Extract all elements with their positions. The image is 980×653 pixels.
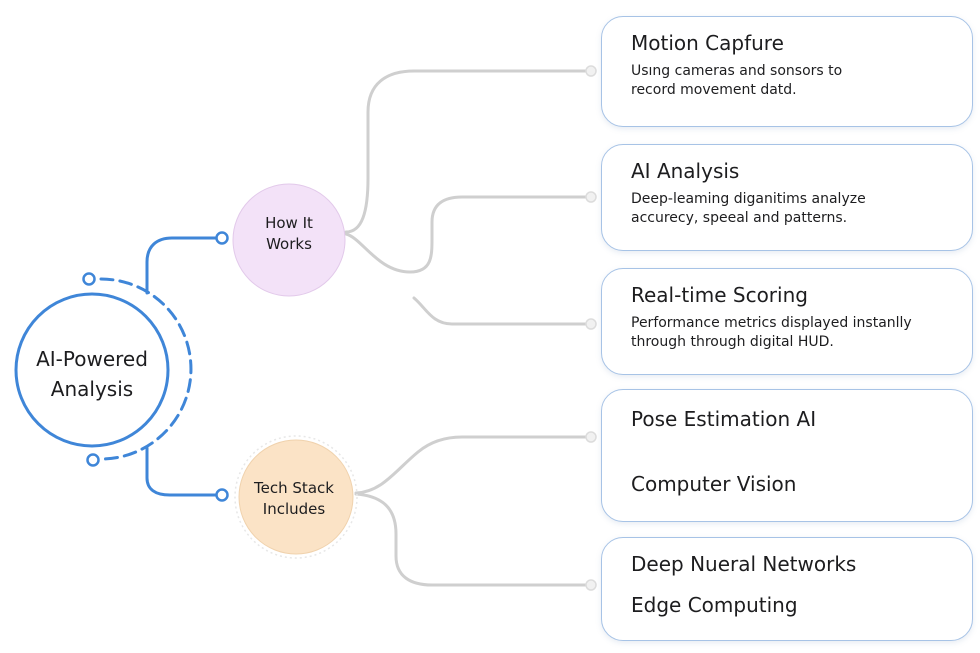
connector-how-to-realtime-scoring <box>412 296 590 326</box>
connector-end-dot-5 <box>585 579 597 591</box>
tech-stack-node-halo <box>234 435 358 559</box>
connector-end-dot-4 <box>585 431 597 443</box>
card-description: Performance metrics displayed instanlly … <box>631 314 912 352</box>
connector-center-to-how <box>145 236 218 295</box>
card-description-line2: record movement datd. <box>631 82 797 98</box>
how-it-works-label: How It Works <box>234 213 344 255</box>
connector-end-dot-2 <box>585 191 597 203</box>
card-motion-capture: Motion Capfure Usıng cameras and sonsors… <box>601 16 973 127</box>
card-tech-vision: Pose Estimation AI Computer Vision <box>601 389 973 522</box>
center-node <box>14 292 170 448</box>
tech-item: Pose Estimation AI <box>631 407 817 431</box>
card-tech-networks: Deep Nueral Networks Edge Computing <box>601 537 973 641</box>
tech-stack-line1: Tech Stack <box>254 479 334 497</box>
center-dashed-ring <box>99 277 193 461</box>
card-description-line2: through through digital HUD. <box>631 334 834 350</box>
connector-node-tech <box>215 488 229 502</box>
connector-how-to-motion-capture <box>344 69 590 234</box>
card-description-line1: Usıng cameras and sonsors to <box>631 63 843 79</box>
connector-node-how <box>215 231 229 245</box>
card-ai-analysis: AI Analysis Deep-leaming diganitims anal… <box>601 144 973 251</box>
connector-center-to-tech <box>145 446 218 497</box>
card-title: Real-time Scoring <box>631 283 808 307</box>
tech-stack-node <box>238 439 354 555</box>
card-realtime-scoring: Real-time Scoring Performance metrics di… <box>601 268 973 375</box>
card-description-line2: accurecy, speeal and patterns. <box>631 210 848 226</box>
card-description-line1: Performance metrics displayed instanlly <box>631 315 912 331</box>
connector-how-to-ai-analysis <box>344 195 590 274</box>
connector-end-dot-1 <box>585 65 597 77</box>
center-label-line2: Analysis <box>50 377 134 401</box>
tech-stack-label: Tech Stack Includes <box>236 478 352 520</box>
how-it-works-node <box>232 183 346 297</box>
connector-end-dot-3 <box>585 318 597 330</box>
tech-item: Deep Nueral Networks <box>631 552 857 576</box>
connector-tech-to-deep <box>354 492 590 587</box>
card-description-line1: Deep-leaming diganitims analyze <box>631 191 866 207</box>
tech-item: Edge Computing <box>631 593 798 617</box>
card-description: Deep-leaming diganitims analyze accurecy… <box>631 190 866 228</box>
card-title: Motion Capfure <box>631 31 784 55</box>
card-title: AI Analysis <box>631 159 740 183</box>
card-description: Usıng cameras and sonsors to record move… <box>631 62 842 100</box>
tech-item: Computer Vision <box>631 472 797 496</box>
center-ring-node-bottom <box>86 453 100 467</box>
center-label: AI-Powered Analysis <box>22 344 162 404</box>
center-ring-node-top <box>82 272 96 286</box>
connector-tech-to-pose <box>354 435 590 495</box>
how-it-works-line1: How It <box>265 214 313 232</box>
center-label-line1: AI-Powered <box>36 347 148 371</box>
tech-stack-line2: Includes <box>262 500 326 518</box>
how-it-works-line2: Works <box>266 235 312 253</box>
